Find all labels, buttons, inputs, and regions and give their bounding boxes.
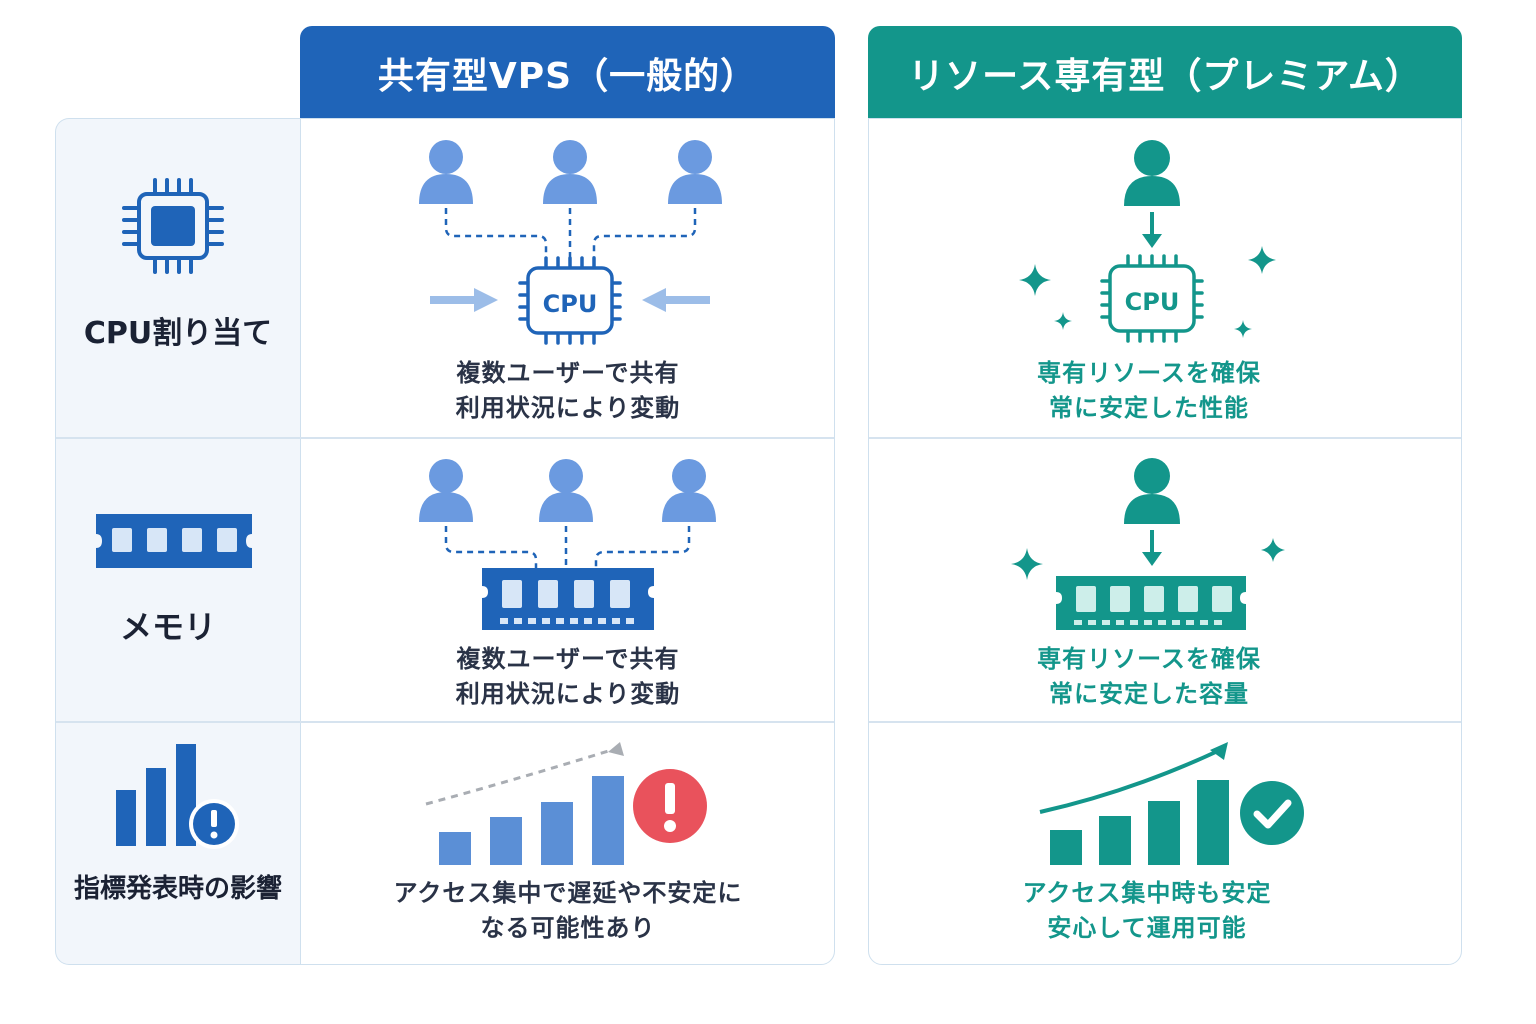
row-label-cpu: CPU割り当て — [83, 316, 273, 351]
dedicated-resource-header: リソース専有型（プレミアム） — [868, 26, 1462, 120]
shared-cpu-diagram: CPU — [419, 140, 722, 345]
memory-module-icon — [1056, 576, 1246, 630]
user-icon — [543, 140, 597, 204]
user-icon — [419, 140, 473, 204]
shared-cpu-caption: 複数ユーザーで共有利用状況により変動 — [455, 359, 681, 422]
alert-icon — [633, 769, 707, 843]
row-label-memory: メモリ — [119, 608, 216, 646]
cpu-chip-icon — [122, 178, 224, 274]
row-label-market-impact: 指標発表時の影響 — [73, 874, 282, 904]
user-icon — [1124, 140, 1180, 206]
shared-memory-diagram — [419, 459, 716, 630]
cpu-chip-label: CPU — [543, 290, 598, 318]
row-divider — [56, 721, 834, 723]
shared-memory-caption: 複数ユーザーで共有利用状況により変動 — [455, 645, 681, 708]
shared-market-impact-caption: アクセス集中で遅延や不安定になる可能性あり — [393, 879, 743, 942]
row-divider — [869, 721, 1461, 723]
sparkle-icon — [1234, 320, 1252, 338]
cpu-chip-label: CPU — [1125, 288, 1180, 316]
sparkle-icon — [1011, 548, 1043, 580]
dedicated-cpu-diagram: CPU — [1019, 140, 1276, 343]
dedicated-market-impact-chart — [1039, 742, 1304, 865]
cpu-chip-icon — [1100, 254, 1204, 343]
shared-vps-header: 共有型VPS（一般的） — [300, 26, 835, 120]
bar-chart-alert-icon — [116, 744, 239, 849]
dedicated-memory-caption: 専有リソースを確保常に安定した容量 — [1037, 645, 1261, 708]
sparkle-icon — [1054, 312, 1072, 330]
sparkle-icon — [1019, 264, 1051, 296]
memory-module-icon — [96, 514, 252, 568]
shared-market-impact-chart — [425, 742, 707, 865]
user-icon — [662, 459, 716, 522]
check-circle-icon — [1240, 781, 1304, 845]
user-icon — [539, 459, 593, 522]
row-divider — [56, 437, 834, 439]
cpu-chip-icon — [518, 256, 622, 345]
user-icon — [668, 140, 722, 204]
row-divider — [869, 437, 1461, 439]
rising-bar-chart-icon — [439, 776, 624, 865]
dedicated-memory-diagram — [1011, 458, 1285, 630]
user-icon — [419, 459, 473, 522]
sparkle-icon — [1248, 246, 1276, 274]
sparkle-icon — [1261, 538, 1285, 562]
dedicated-cpu-caption: 専有リソースを確保常に安定した性能 — [1037, 359, 1261, 422]
dedicated-market-impact-caption: アクセス集中時も安定安心して運用可能 — [1022, 879, 1272, 942]
user-icon — [1124, 458, 1180, 524]
rising-bar-chart-icon — [1050, 780, 1229, 865]
memory-module-icon — [482, 568, 654, 630]
